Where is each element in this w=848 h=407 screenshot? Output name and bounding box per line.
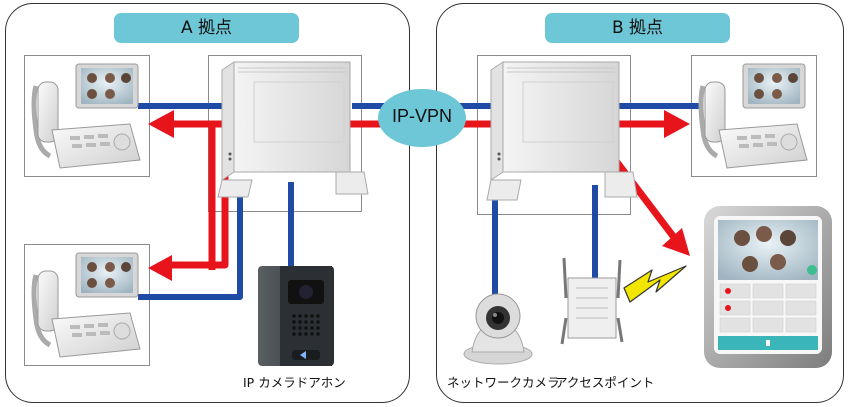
access-point-icon <box>560 257 624 345</box>
videophone-icon <box>698 63 808 169</box>
ip-vpn-cloud <box>378 89 466 147</box>
red-arrowheads <box>148 110 690 281</box>
network-camera-caption: ネットワークカメラ <box>447 375 560 390</box>
arrowhead-left-top <box>148 110 174 138</box>
blue-link-a-bottom-phone <box>138 185 243 300</box>
door-intercom-icon <box>258 266 334 366</box>
pbx-server-icon <box>486 61 638 201</box>
access-point-caption: アクセスポイント <box>555 375 655 390</box>
pbx-server-icon <box>217 61 369 198</box>
arrowhead-left-bottom <box>148 255 172 281</box>
arrowhead-smartphone <box>662 228 690 256</box>
ip-vpn-label: IP-VPN <box>391 106 452 126</box>
blue-connections <box>138 103 700 300</box>
arrowhead-right-top <box>664 110 690 138</box>
site-a-label: A 拠点 <box>114 13 299 43</box>
site-b-label: B 拠点 <box>545 13 730 43</box>
videophone-icon <box>31 252 141 358</box>
red-line-a-branch <box>172 124 229 269</box>
smartphone-icon <box>704 206 832 368</box>
videophone-icon <box>31 63 141 169</box>
door-intercom-caption: IP カメラドアホン <box>243 375 346 390</box>
network-camera-icon <box>463 293 533 365</box>
wireless-signal-icon <box>623 265 687 303</box>
